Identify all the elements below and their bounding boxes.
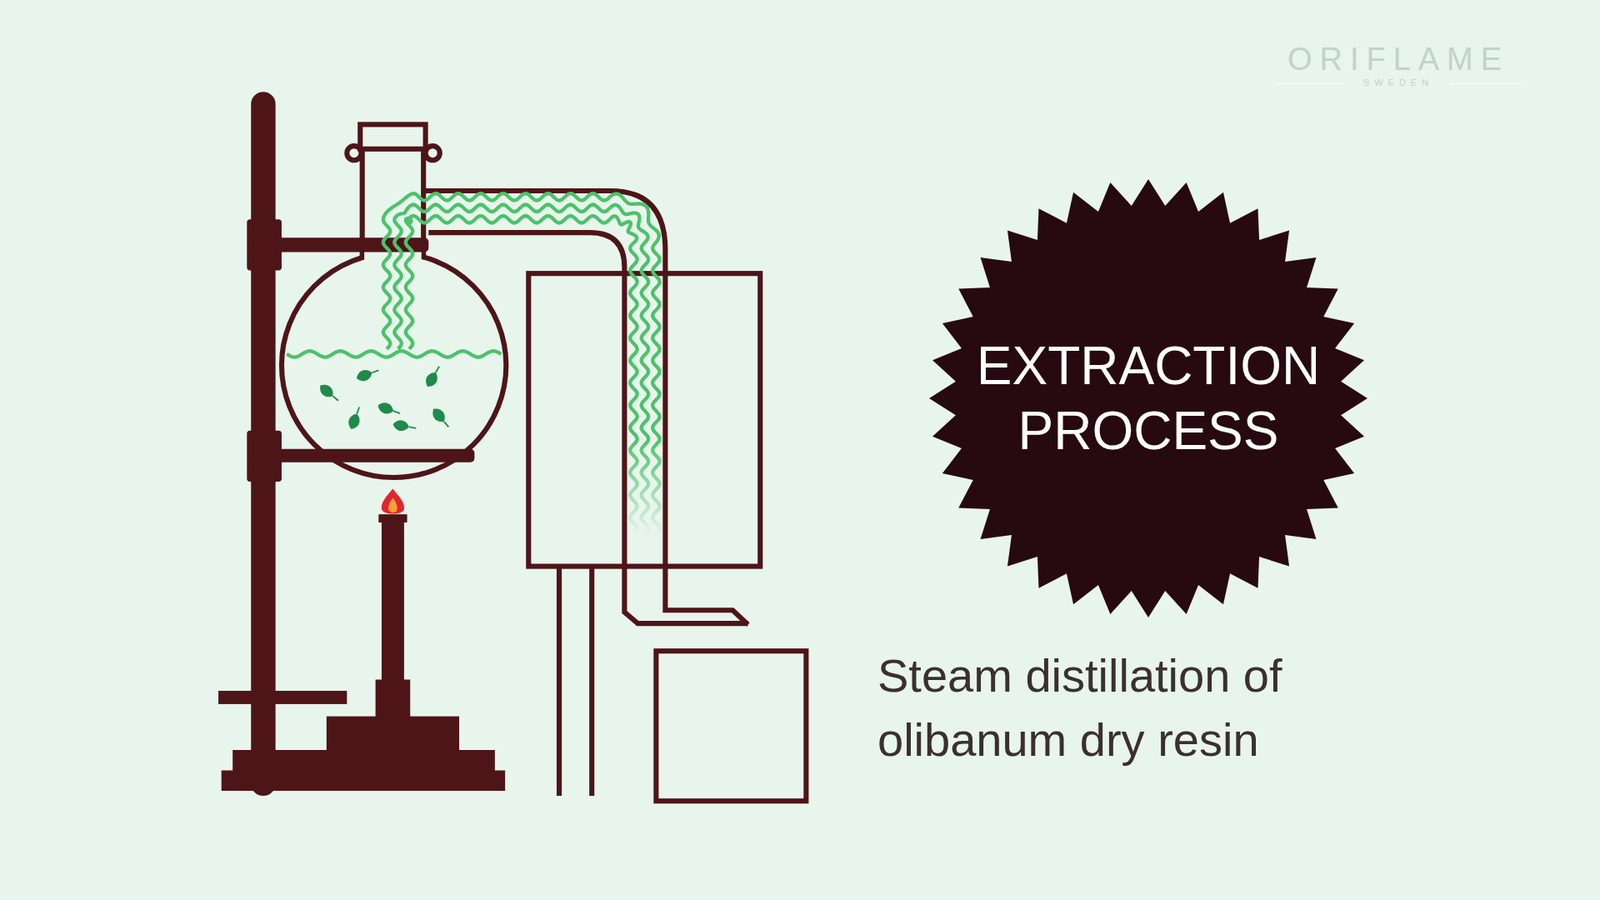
resin-stem [409, 426, 416, 428]
resin-piece [316, 381, 342, 405]
starburst-shape [929, 179, 1368, 618]
resin-piece [429, 405, 453, 431]
starburst-shape [929, 179, 1368, 618]
watermark-sub: SWEDEN [1363, 77, 1434, 88]
condenser-pipe [423, 190, 748, 625]
starburst-badge: EXTRACTION PROCESS [929, 179, 1368, 618]
resin-piece [391, 419, 417, 435]
condenser-pipe [423, 190, 748, 625]
resin-stem [444, 421, 450, 428]
flame [381, 489, 405, 515]
steam-line [405, 215, 638, 535]
burner [378, 514, 407, 523]
condenser [589, 566, 595, 797]
condenser [556, 566, 562, 797]
badge-title: EXTRACTION PROCESS [965, 333, 1332, 464]
resin-piece [422, 370, 440, 390]
stand-base [326, 716, 460, 753]
burner [378, 514, 407, 682]
stand-base [375, 680, 411, 720]
resin-piece [375, 400, 402, 419]
resin-piece [422, 363, 444, 390]
watermark-rule [1275, 83, 1348, 85]
resin-stem [393, 410, 400, 414]
resin-stem [332, 395, 339, 401]
watermark: ORIFLAME [1287, 41, 1510, 78]
resin-piece [355, 367, 375, 384]
clamp [246, 219, 475, 482]
resin-stem [356, 406, 360, 414]
steam-and-resin [286, 193, 660, 535]
flask [281, 124, 506, 478]
flask [360, 124, 425, 149]
resin-stem [371, 370, 379, 373]
burner [381, 520, 405, 681]
resin-piece [375, 400, 395, 416]
resin-piece [391, 419, 410, 433]
watermark-rule [1449, 83, 1521, 85]
clamp [250, 449, 475, 463]
resin-piece [346, 405, 365, 431]
condenser [528, 273, 760, 796]
steam-line [394, 205, 649, 535]
stand-base [218, 690, 347, 705]
resin-piece [355, 365, 381, 384]
flame [381, 489, 405, 515]
caption: Steam distillation of olibanum dry resin [877, 643, 1345, 773]
resin-piece [346, 411, 363, 431]
resin-stem [435, 366, 440, 373]
receiver [655, 650, 806, 801]
steam-line [383, 193, 660, 535]
flame [388, 498, 398, 513]
liquid-surface [286, 350, 501, 357]
